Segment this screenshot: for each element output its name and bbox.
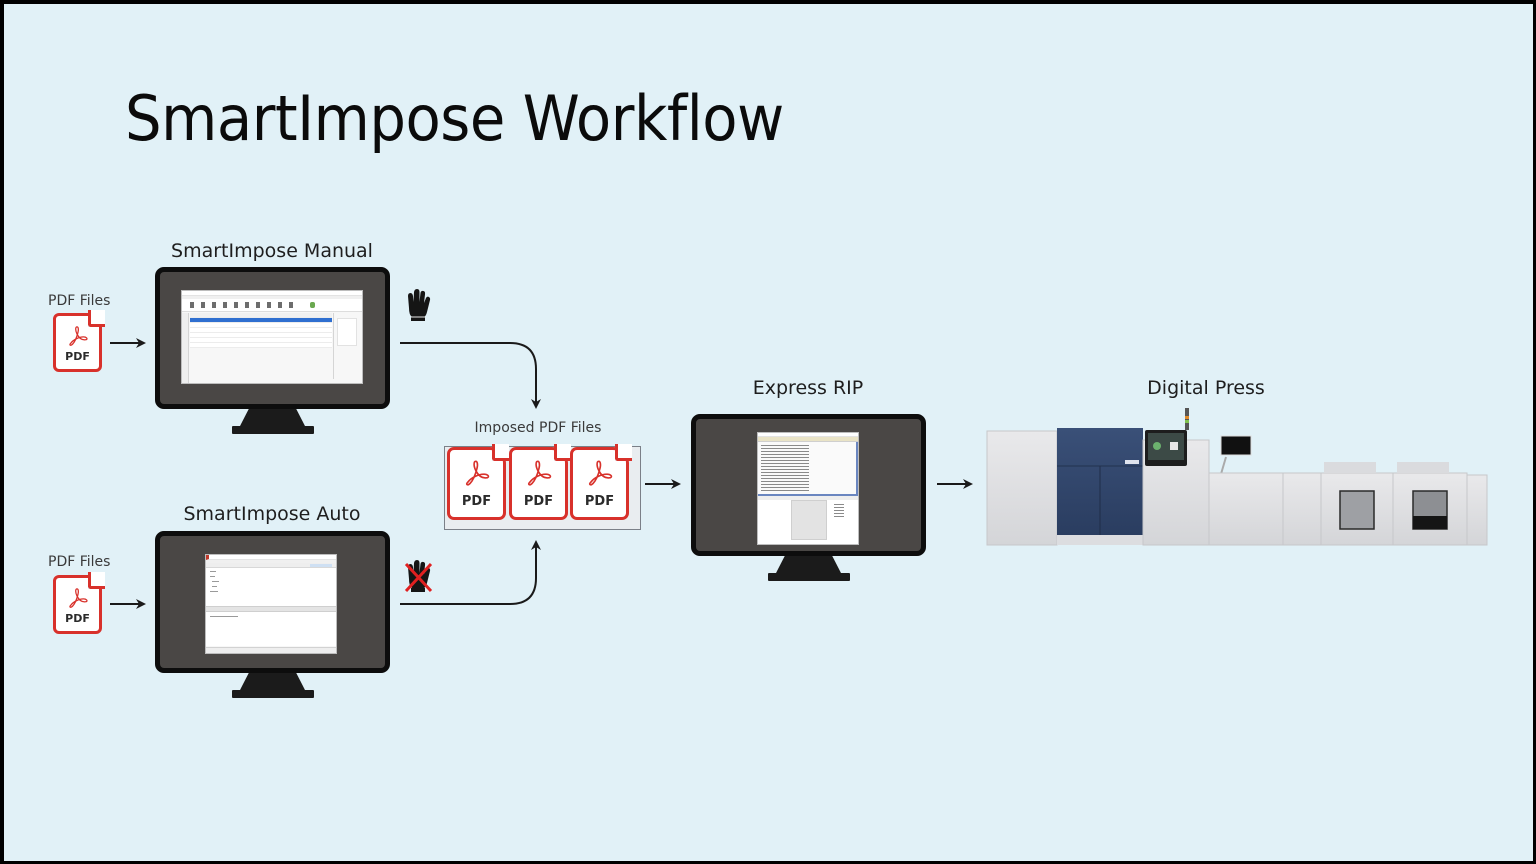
acrobat-icon <box>465 460 489 486</box>
imposed-pdf-icon: PDF <box>570 444 632 520</box>
pdf-icon-text: PDF <box>65 612 90 625</box>
auto-monitor <box>155 531 390 698</box>
pdf-icon-text: PDF <box>461 494 492 509</box>
manual-input-pdf-icon: PDF <box>53 310 105 372</box>
manual-hand-icon <box>408 289 431 321</box>
express-rip-app-screenshot <box>757 432 859 545</box>
arrow-manual-to-imposed <box>400 342 541 409</box>
acrobat-icon <box>68 588 88 608</box>
acrobat-icon <box>68 326 88 346</box>
rip-label: Express RIP <box>752 377 864 399</box>
imposed-label: Imposed PDF Files <box>474 420 602 436</box>
pdf-icon-text: PDF <box>65 350 90 363</box>
slide-title: SmartImpose Workflow <box>125 82 784 155</box>
auto-input-pdf-icon: PDF <box>53 572 105 634</box>
rip-monitor <box>691 414 926 581</box>
press-label: Digital Press <box>1147 377 1265 399</box>
arrow-auto-to-imposed <box>400 540 541 605</box>
pdf-icon-text: PDF <box>584 494 615 509</box>
auto-label: SmartImpose Auto <box>183 503 361 525</box>
imposed-pdf-icon: PDF <box>447 444 509 520</box>
acrobat-icon <box>588 460 612 486</box>
manual-input-label: PDF Files <box>48 293 111 309</box>
digital-press-image <box>986 408 1488 546</box>
pdf-icon-text: PDF <box>523 494 554 509</box>
slide: SmartImpose Workflow SmartImpose Manual … <box>4 4 1533 861</box>
acrobat-icon <box>527 460 551 486</box>
auto-input-label: PDF Files <box>48 554 111 570</box>
smartimpose-auto-app-screenshot <box>205 554 337 654</box>
manual-monitor <box>155 267 390 434</box>
smartimpose-manual-app-screenshot <box>181 290 363 384</box>
auto-hand-crossed-icon <box>404 560 433 593</box>
manual-label: SmartImpose Manual <box>171 240 373 262</box>
connectors <box>110 338 973 609</box>
imposed-pdf-icon: PDF <box>509 444 571 520</box>
